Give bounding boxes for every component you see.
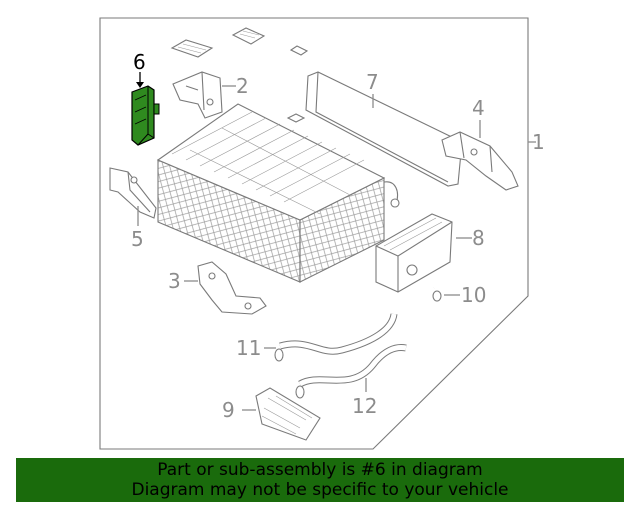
part-9-tray xyxy=(255,387,321,441)
part-5-bracket xyxy=(109,167,157,219)
part-6-module xyxy=(131,85,160,146)
part-3-bracket xyxy=(197,261,267,315)
callout-6: 6 xyxy=(133,50,146,74)
notice-banner: Part or sub-assembly is #6 in diagram Di… xyxy=(16,458,624,502)
callout-5: 5 xyxy=(131,227,144,251)
callout-1: 1 xyxy=(532,130,545,154)
part-12-hose xyxy=(295,344,407,399)
callout-3: 3 xyxy=(168,269,181,293)
callout-11: 11 xyxy=(236,336,261,360)
callout-2: 2 xyxy=(236,74,249,98)
callout-7: 7 xyxy=(366,70,379,94)
banner-line-1: Part or sub-assembly is #6 in diagram xyxy=(157,460,483,480)
top-plates xyxy=(170,27,309,123)
part-8-module xyxy=(375,213,453,293)
part-2-bracket xyxy=(172,71,223,119)
callout-12: 12 xyxy=(352,394,377,418)
callout-8: 8 xyxy=(472,226,485,250)
banner-line-2: Diagram may not be specific to your vehi… xyxy=(131,480,509,500)
callout-9: 9 xyxy=(222,398,235,422)
assembly-outline xyxy=(99,17,529,450)
part-11-hose xyxy=(274,313,398,362)
part-4-bracket xyxy=(441,131,519,191)
callout-4: 4 xyxy=(472,96,485,120)
callout-10: 10 xyxy=(461,283,486,307)
battery-pack xyxy=(156,103,400,283)
part-7-plate xyxy=(305,71,463,187)
part-10-hose xyxy=(269,285,442,322)
parts-diagram: 1 2 3 4 5 6 7 8 9 10 11 12 xyxy=(99,17,545,450)
